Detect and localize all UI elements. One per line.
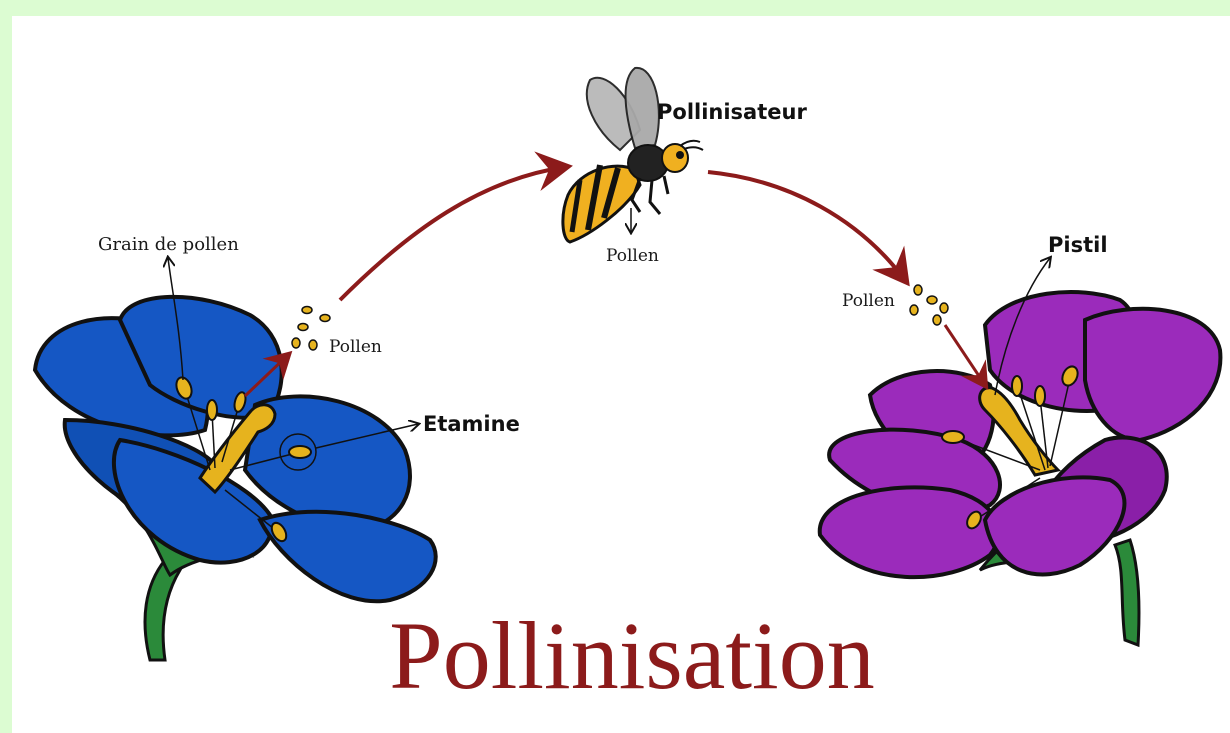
- label-pollinisateur: Pollinisateur: [657, 100, 807, 124]
- label-pollen-right: Pollen: [842, 291, 895, 311]
- arrow-bee-to-flower: [708, 172, 905, 280]
- bee-icon: [563, 68, 703, 242]
- label-grain-de-pollen: Grain de pollen: [98, 234, 239, 255]
- label-pollen-left: Pollen: [329, 337, 382, 357]
- label-etamine: Etamine: [423, 412, 520, 436]
- diagram-title: Pollinisation: [389, 602, 874, 709]
- pollen-grains-right: [910, 285, 948, 325]
- purple-flower: [820, 292, 1221, 645]
- arrow-flower-to-bee: [340, 167, 565, 300]
- pollen-grains-left: [292, 307, 330, 351]
- label-pistil: Pistil: [1048, 233, 1108, 257]
- label-pollen-bee: Pollen: [606, 246, 659, 266]
